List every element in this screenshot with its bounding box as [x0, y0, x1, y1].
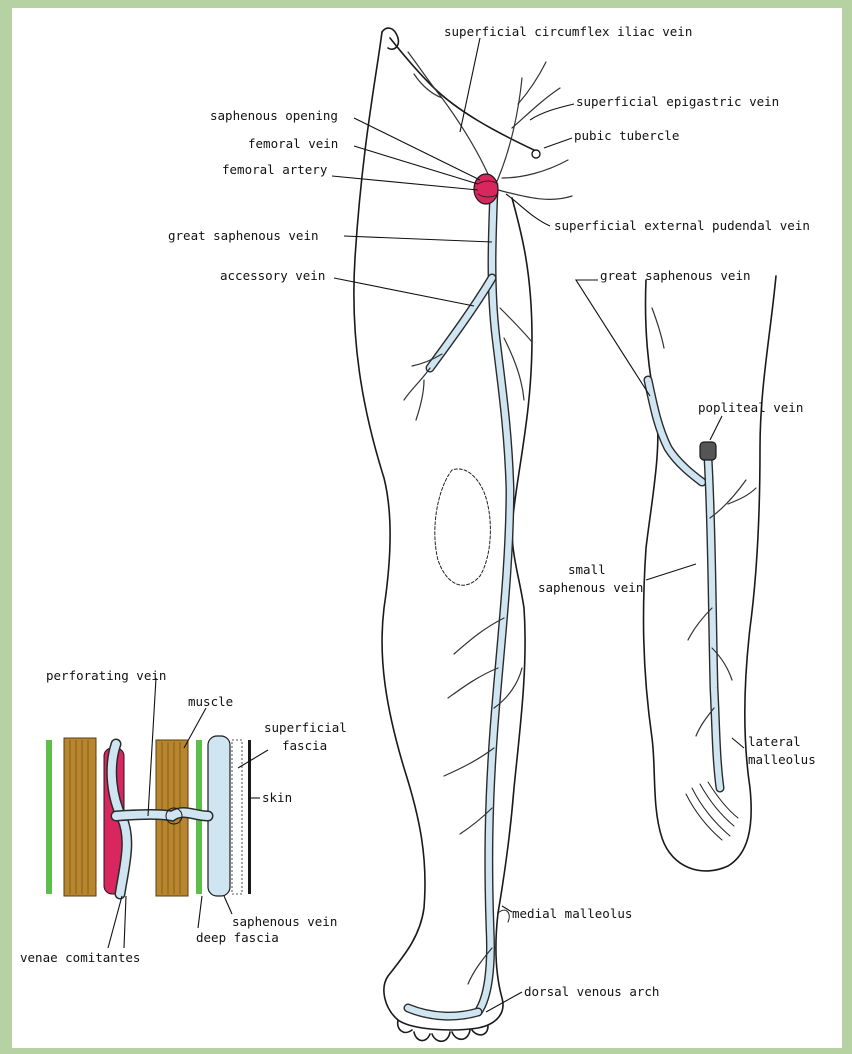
label-great-saphenous-vein-posterior: great saphenous vein — [600, 268, 751, 283]
label-skin: skin — [262, 790, 292, 805]
label-femoral-vein: femoral vein — [248, 136, 338, 151]
label-femoral-artery: femoral artery — [222, 162, 328, 177]
label-small-saphenous-vein-line1: small — [568, 562, 606, 577]
sheet-background — [12, 8, 842, 1048]
label-lateral-malleolus-line2: malleolus — [748, 752, 816, 767]
label-saphenous-vein: saphenous vein — [232, 914, 337, 929]
label-pubic-tubercle: pubic tubercle — [574, 128, 679, 143]
label-venae-comitantes: venae comitantes — [20, 950, 140, 965]
label-lateral-malleolus-line1: lateral — [748, 734, 801, 749]
label-superficial-epigastric-vein: superficial epigastric vein — [576, 94, 779, 109]
deep-fascia-left — [46, 740, 52, 894]
superficial-fascia-band — [232, 740, 242, 894]
muscle-block-1 — [64, 738, 96, 896]
label-perforating-vein: perforating vein — [46, 668, 166, 683]
label-popliteal-vein: popliteal vein — [698, 400, 803, 415]
skin-line — [248, 740, 251, 894]
popliteal-vein-mark — [700, 442, 716, 460]
anatomy-illustration: superficial circumflex iliac vein superf… — [12, 8, 842, 1048]
label-accessory-vein: accessory vein — [220, 268, 325, 283]
label-superficial-fascia-line1: superficial — [264, 720, 347, 735]
label-muscle: muscle — [188, 694, 233, 709]
perforating-vein-vessel — [116, 812, 208, 816]
label-dorsal-venous-arch: dorsal venous arch — [524, 984, 659, 999]
label-great-saphenous-vein: great saphenous vein — [168, 228, 319, 243]
label-superficial-external-pudendal-vein: superficial external pudendal vein — [554, 218, 810, 233]
label-medial-malleolus: medial malleolus — [512, 906, 632, 921]
label-small-saphenous-vein-line2: saphenous vein — [538, 580, 643, 595]
label-saphenous-opening: saphenous opening — [210, 108, 338, 123]
label-deep-fascia: deep fascia — [196, 930, 279, 945]
label-superficial-circumflex-iliac-vein: superficial circumflex iliac vein — [444, 24, 692, 39]
label-superficial-fascia-line2: fascia — [282, 738, 327, 753]
